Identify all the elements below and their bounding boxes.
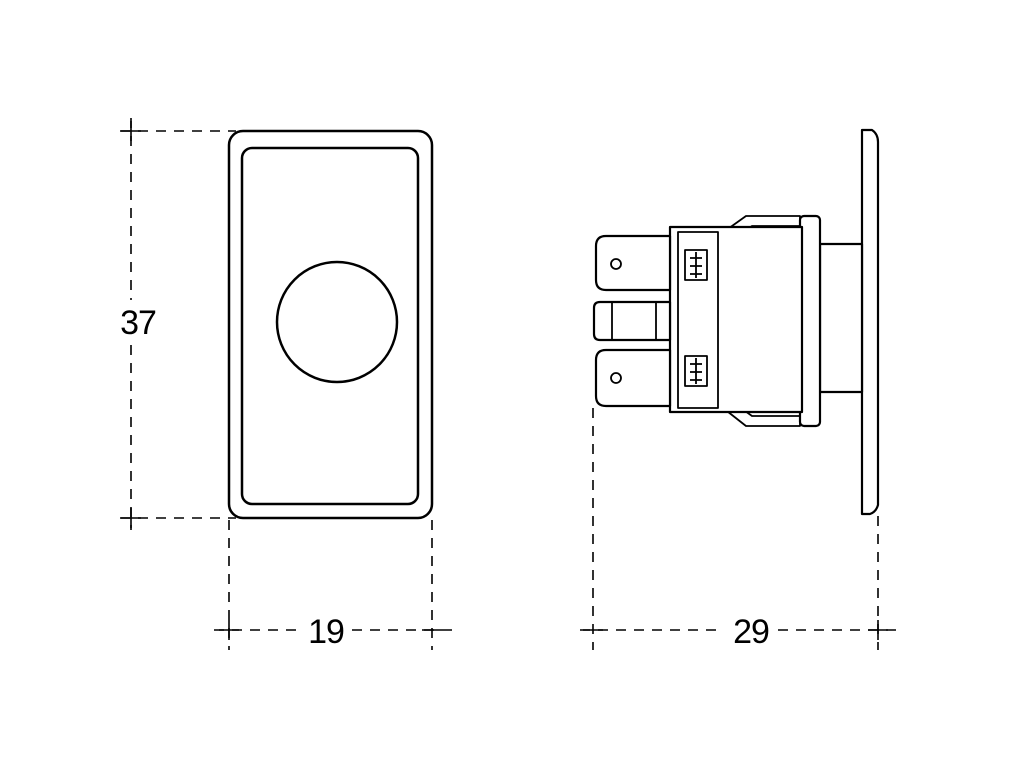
depth-label: 29 [733, 613, 769, 651]
latch-icon-top [684, 249, 708, 281]
depth-dimension: 29 [580, 408, 896, 651]
side-view [592, 128, 880, 516]
terminal-hole-top [610, 258, 622, 270]
width-dimension: 19 [214, 520, 460, 651]
switch-housing [668, 225, 804, 414]
front-bezel-outer [227, 129, 434, 520]
terminal-hole-bottom [610, 372, 622, 384]
spade-terminal-middle [592, 300, 672, 342]
spade-terminal-bottom [594, 348, 672, 408]
round-button [275, 260, 399, 384]
height-label: 37 [120, 304, 156, 342]
terminal-block [677, 231, 719, 409]
width-label: 19 [308, 613, 344, 651]
spade-terminal-top [594, 234, 672, 292]
front-bezel-inner [240, 146, 420, 506]
latch-icon-bottom [684, 355, 708, 387]
height-dimension: 37 [120, 118, 236, 530]
mounting-flange [860, 128, 880, 516]
front-view [227, 129, 434, 520]
housing-neck [818, 242, 864, 394]
